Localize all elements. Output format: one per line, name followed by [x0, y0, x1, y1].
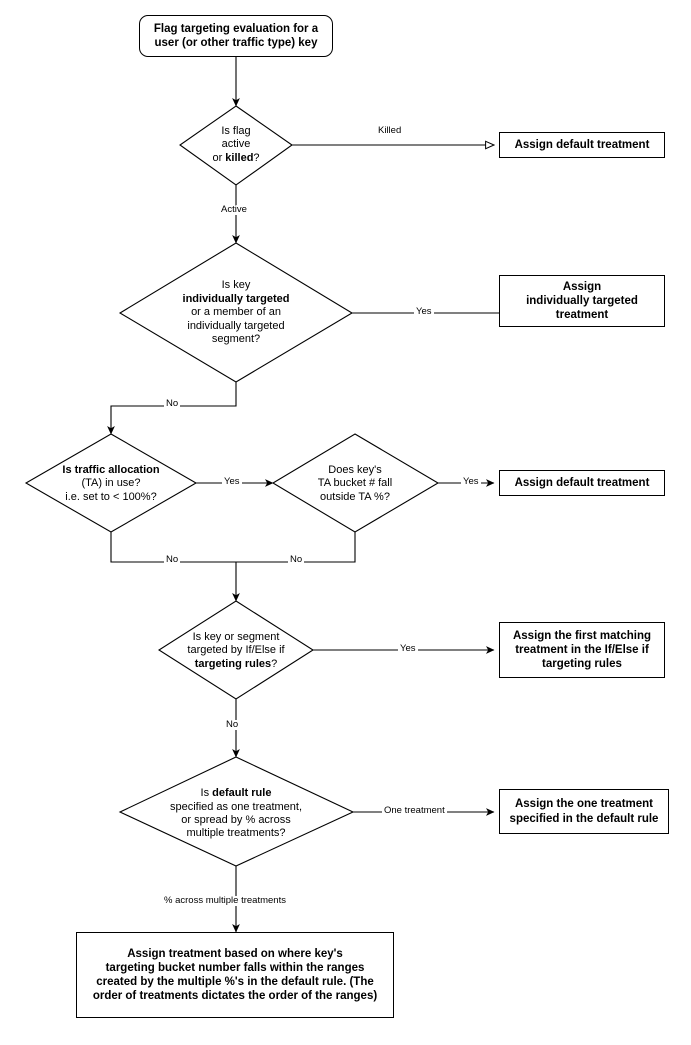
decision-shape-flag-active-or-killed [179, 105, 293, 186]
result-box-assign-one-treatment: Assign the one treatment specified in th… [499, 789, 669, 834]
edge-label-yes-traffic-allocation: Yes [222, 476, 242, 487]
edge-label-one-treatment: One treatment [382, 805, 447, 816]
r5-line-1: Assign the one treatment [514, 798, 654, 811]
start-terminator: Flag targeting evaluation for a user (or… [139, 15, 333, 57]
r3-line-1: Assign default treatment [514, 476, 650, 489]
final-line-3: created by the multiple %'s in the defau… [96, 976, 374, 988]
edge-label-yes-ta-bucket: Yes [461, 476, 481, 487]
decision-shape-targeting-rules [157, 600, 315, 700]
edge-d4-no [236, 532, 356, 563]
result-box-assign-default-treatment-ta: Assign default treatment [499, 470, 665, 496]
edge-label-no-individually-targeted: No [164, 398, 181, 409]
result-box-assign-treatment-by-bucket-range: Assign treatment based on where key's ta… [76, 932, 394, 1018]
r5-line-2: specified in the default rule [509, 812, 659, 825]
r1-line-1: Assign default treatment [514, 138, 650, 151]
edge-d3-no [110, 532, 240, 602]
result-box-assign-first-matching-treatment: Assign the first matching treatment in t… [499, 622, 665, 678]
result-box-assign-individually-targeted-treatment: Assign individually targeted treatment [499, 275, 665, 327]
r4-line-3: targeting rules [542, 658, 622, 670]
edge-label-no-traffic-allocation: No [164, 554, 181, 565]
final-line-2: targeting bucket number falls within the… [105, 961, 365, 974]
r2-line-1: Assign [562, 280, 602, 293]
final-line-1: Assign treatment based on where key's [127, 947, 343, 960]
r2-line-3: treatment [555, 309, 609, 321]
decision-shape-default-rule [118, 756, 355, 867]
decision-shape-traffic-allocation [24, 433, 198, 533]
start-line-1: Flag targeting evaluation for a [153, 22, 319, 35]
result-box-assign-default-treatment-killed: Assign default treatment [499, 132, 665, 158]
decision-shape-ta-bucket [271, 433, 440, 533]
r4-line-2: treatment in the If/Else if [515, 643, 649, 656]
decision-shape-individually-targeted [118, 242, 354, 383]
edge-label-yes-targeting-rules: Yes [398, 643, 418, 654]
edge-label-active: Active [219, 204, 249, 215]
r2-line-2: individually targeted [526, 294, 638, 307]
edge-label-killed: Killed [376, 125, 404, 136]
edge-label-percent-across-multiple-treatments: % across multiple treatments [162, 895, 288, 906]
edge-label-yes-individually-targeted: Yes [414, 306, 434, 317]
start-line-2: user (or other traffic type) key [154, 37, 318, 49]
edge-label-no-ta-bucket: No [288, 554, 305, 565]
r4-line-1: Assign the first matching [512, 629, 652, 642]
edge-label-no-targeting-rules: No [224, 719, 241, 730]
final-line-4: order of treatments dictates the order o… [92, 990, 378, 1003]
